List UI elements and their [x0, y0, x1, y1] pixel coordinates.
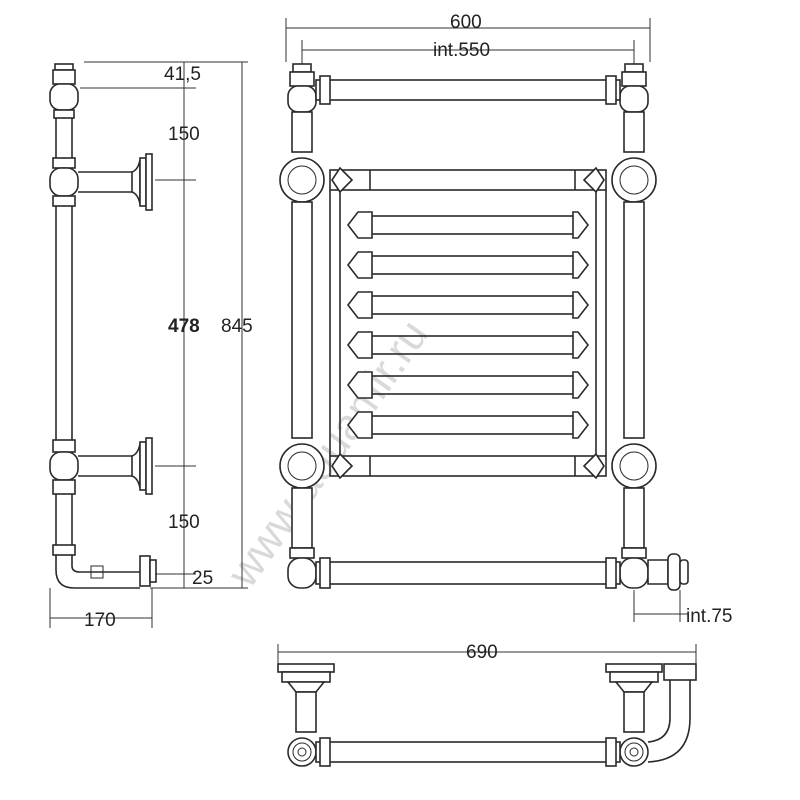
- dim-mount-spacing: 478: [168, 316, 200, 337]
- front-view-frame-cap: [582, 166, 605, 194]
- side-view-upper-bracket: [78, 153, 153, 211]
- dim-valve-spacing: int.75: [686, 606, 732, 627]
- top-view-valve-pipe: [647, 663, 697, 763]
- top-view-left-bracket: [277, 663, 335, 733]
- top-view-dimensions: [277, 644, 697, 664]
- side-view-valve-plate: [139, 555, 157, 587]
- front-view-bottom-rail: [315, 557, 621, 589]
- front-view-bar: [346, 371, 590, 399]
- front-view-right-post: [611, 63, 657, 589]
- side-view-lower-bracket: [78, 437, 153, 495]
- front-view-bar: [346, 251, 590, 279]
- front-view-frame-cap: [331, 452, 354, 480]
- front-view-bars: [331, 166, 605, 480]
- front-view-dimensions: [285, 18, 688, 622]
- dim-lower-gap: 150: [168, 512, 200, 533]
- front-view-top-rail: [315, 75, 621, 105]
- front-view-bar: [346, 211, 590, 239]
- dim-depth: 170: [84, 610, 116, 631]
- front-view: 600 int.550 int.75: [279, 12, 732, 627]
- top-view: 690: [277, 642, 697, 767]
- dim-bottom-offset: 25: [192, 568, 213, 589]
- dim-internal-width: int.550: [433, 40, 490, 61]
- front-view-frame-cap: [331, 166, 354, 194]
- front-view-frame-cap: [582, 452, 605, 480]
- front-view-left-post: [279, 63, 325, 589]
- front-view-inner-frame: [329, 169, 607, 477]
- front-view-bar: [346, 411, 590, 439]
- top-view-rail: [287, 737, 649, 767]
- dim-top-offset: 41,5: [164, 64, 201, 85]
- front-view-valve: [647, 553, 689, 591]
- front-view-bar: [346, 331, 590, 359]
- top-view-right-bracket: [605, 663, 663, 733]
- dim-top-overall-width: 690: [466, 642, 498, 663]
- side-view-dimensions: [49, 61, 248, 628]
- dim-overall-width: 600: [450, 12, 482, 33]
- side-view-post: [49, 63, 140, 589]
- dim-upper-gap: 150: [168, 124, 200, 145]
- side-view: 41,5 150 478 150 845 170 25: [49, 61, 253, 631]
- front-view-bar: [346, 291, 590, 319]
- dim-total-height: 845: [221, 316, 253, 337]
